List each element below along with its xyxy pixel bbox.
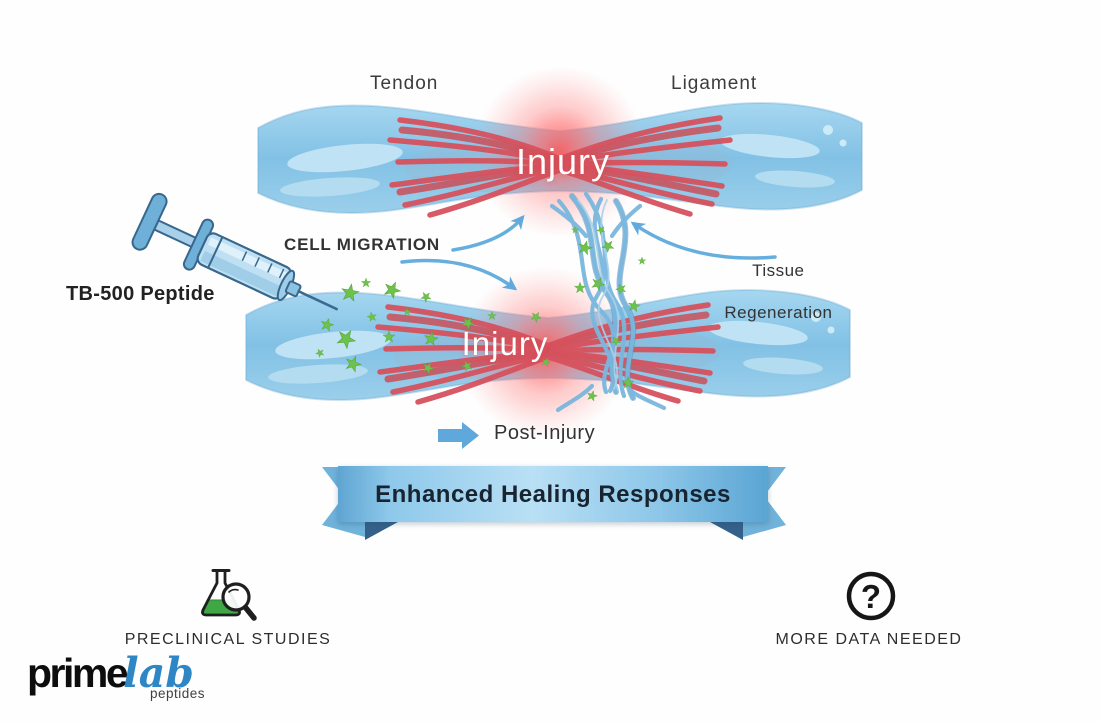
ligament-label: Ligament — [671, 73, 758, 94]
banner-ribbon — [322, 466, 786, 540]
annotation-arrows — [400, 214, 777, 291]
right-arrow-icon — [438, 422, 479, 449]
injury-glow — [430, 37, 675, 467]
cell-migration-arrow-down-icon — [400, 258, 518, 291]
more-data-needed-label: MORE DATA NEEDED — [775, 631, 963, 648]
post-injury-label: Post-Injury — [494, 422, 596, 444]
question-glyph: ? — [861, 578, 881, 615]
primelab-logo: primelab peptides — [27, 653, 207, 701]
banner-label: Enhanced Healing Responses — [375, 481, 731, 508]
tissue-regeneration-line2: Regeneration — [724, 303, 833, 322]
cell-migration-label: CELL MIGRATION — [284, 235, 441, 254]
tb500-peptide-label: TB-500 Peptide — [66, 283, 215, 305]
preclinical-studies-label: PRECLINICAL STUDIES — [124, 631, 332, 648]
question-circle-icon: ? — [846, 571, 896, 621]
injury-label-top: Injury — [515, 141, 611, 182]
tendon-label: Tendon — [370, 73, 439, 94]
logo-prime-text: prime — [27, 650, 129, 696]
logo-lab-text: lab — [123, 649, 194, 697]
cell-migration-arrow-up-icon — [451, 214, 525, 252]
tissue-regeneration-line1: Tissue — [752, 261, 805, 280]
tissue-regeneration-arrow-icon — [630, 221, 777, 260]
injury-label-bottom: Injury — [461, 325, 549, 362]
syringe-icon — [131, 192, 338, 311]
logo-peptides-text: peptides — [149, 686, 205, 701]
tissue-regeneration-label: Tissue Regeneration — [688, 239, 848, 344]
flask-magnifier-icon — [201, 569, 257, 621]
